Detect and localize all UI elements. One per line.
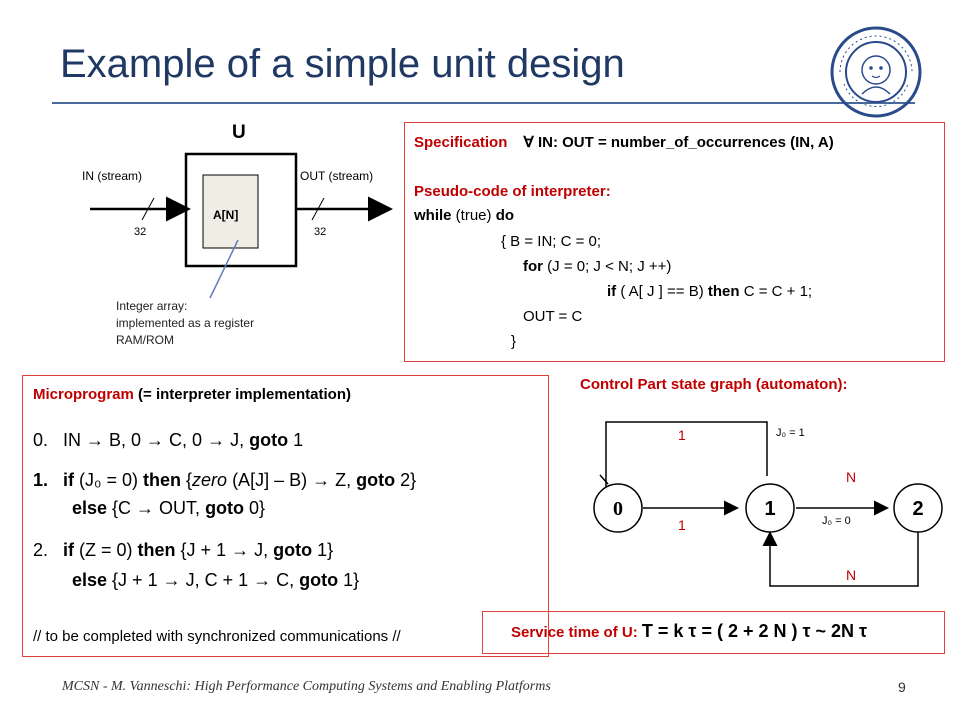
- specification-box: Specification ∀ IN: OUT = number_of_occu…: [404, 122, 945, 362]
- microprogram-title: Microprogram (= interpreter implementati…: [33, 386, 351, 403]
- output-width-tick: [311, 197, 325, 221]
- step-text: IN → B, 0 → C, 0 → J,: [63, 430, 250, 450]
- array-box: [202, 174, 259, 249]
- code-keyword: if: [607, 283, 617, 300]
- step-text: {: [181, 470, 193, 490]
- state-node-2: [893, 483, 943, 533]
- page-number: 9: [898, 679, 906, 695]
- state-label-1: 1: [764, 498, 775, 520]
- pseudo-code-title: Pseudo-code of interpreter:: [414, 183, 611, 200]
- edge-condition-j0-0: J₀ = 0: [822, 515, 851, 527]
- code-if-line: if ( A[ J ] == B) then C = C + 1;: [607, 283, 812, 300]
- input-width-label: 32: [134, 226, 146, 238]
- state-node-0: [593, 483, 643, 533]
- footer-text: MCSN - M. Vanneschi: High Performance Co…: [62, 679, 551, 694]
- service-time-line: Service time of U: T = k τ = ( 2 + 2 N )…: [511, 621, 867, 642]
- else-keyword: else: [72, 570, 108, 590]
- microprogram-comment: // to be completed with synchronized com…: [33, 628, 401, 645]
- code-while-line: while (true) do: [414, 207, 514, 224]
- state-graph-title: Control Part state graph (automaton):: [580, 376, 848, 393]
- micro-step-1: 1. if (J₀ = 0) then {zero (A[J] – B) → Z…: [33, 470, 416, 491]
- code-out-line: OUT = C: [523, 308, 583, 325]
- array-note: Integer array: implemented as a register…: [116, 298, 254, 349]
- goto-keyword: goto: [249, 430, 289, 450]
- array-label: A[N]: [213, 208, 238, 222]
- code-keyword: do: [495, 207, 515, 224]
- state-label-2: 2: [912, 498, 923, 520]
- output-label: OUT (stream): [300, 169, 373, 183]
- title-divider: [52, 102, 915, 104]
- code-text: (J = 0; J < N; J ++): [543, 258, 672, 275]
- service-time-label: Service time of U:: [511, 624, 642, 641]
- micro-step-1-else: else {C → OUT, goto 0}: [72, 498, 265, 519]
- code-close-line: }: [511, 333, 517, 350]
- step-text: 1}: [312, 540, 334, 560]
- code-for-line: for (J = 0; J < N; J ++): [523, 258, 671, 275]
- else-keyword: else: [72, 498, 108, 518]
- specification-keyword: Specification: [414, 134, 508, 151]
- array-note-line: Integer array:: [116, 299, 188, 313]
- page-title: Example of a simple unit design: [60, 42, 625, 86]
- step-text: (J₀ = 0): [74, 470, 144, 490]
- micro-step-2: 2. if (Z = 0) then {J + 1 → J, goto 1}: [33, 540, 333, 561]
- step-text: {J + 1 → J, C + 1 → C,: [107, 570, 300, 590]
- state-graph: 0 1 2 1 1 J₀ = 1 N J₀ = 0 N: [593, 421, 943, 587]
- edge-2-to-1: [762, 508, 919, 587]
- step-text: {C → OUT,: [107, 498, 206, 518]
- specification-line: Specification ∀ IN: OUT = number_of_occu…: [414, 133, 834, 151]
- input-width-tick: [141, 197, 155, 221]
- array-note-line: RAM/ROM: [116, 333, 174, 347]
- state-label-0: 0: [613, 498, 623, 520]
- microprogram-subtitle: (= interpreter implementation): [133, 386, 351, 403]
- step-text: 2}: [395, 470, 417, 490]
- if-keyword: if: [63, 540, 75, 560]
- zero-function: zero: [192, 470, 228, 490]
- array-callout-line: [209, 239, 239, 299]
- goto-keyword: goto: [356, 470, 396, 490]
- edge-label-loop-top: 1: [678, 427, 686, 443]
- goto-keyword: goto: [299, 570, 339, 590]
- code-keyword: then: [707, 283, 740, 300]
- goto-keyword: goto: [205, 498, 245, 518]
- service-time-formula: T = k τ = ( 2 + 2 N ) τ ~ 2N τ: [641, 621, 868, 641]
- edge-label-2-to-1: N: [846, 567, 856, 583]
- step-text: 1: [288, 430, 304, 450]
- edge-loop-top: [605, 421, 768, 508]
- if-keyword: if: [63, 470, 75, 490]
- edge-label-0-to-1: 1: [678, 517, 686, 533]
- code-text: C = C + 1;: [739, 283, 813, 300]
- step-text: (Z = 0): [74, 540, 138, 560]
- step-text: 1}: [338, 570, 360, 590]
- service-time-box: Service time of U: T = k τ = ( 2 + 2 N )…: [482, 611, 945, 654]
- microprogram-keyword: Microprogram: [33, 386, 134, 403]
- edge-loop-top-arrowhead: [599, 474, 609, 485]
- step-text: {J + 1 → J,: [175, 540, 274, 560]
- step-text: 0}: [244, 498, 266, 518]
- step-text: (A[J] – B) → Z,: [227, 470, 357, 490]
- then-keyword: then: [143, 470, 182, 490]
- output-width-label: 32: [314, 226, 326, 238]
- code-init-line: { B = IN; C = 0;: [501, 233, 602, 250]
- step-number: 1.: [33, 470, 49, 490]
- microprogram-box: Microprogram (= interpreter implementati…: [22, 375, 549, 657]
- code-keyword: for: [523, 258, 543, 275]
- code-text: (true): [451, 207, 496, 224]
- then-keyword: then: [137, 540, 176, 560]
- goto-keyword: goto: [273, 540, 313, 560]
- input-label: IN (stream): [82, 169, 142, 183]
- edge-condition-j0-1: J₀ = 1: [776, 427, 805, 439]
- unit-label: U: [232, 122, 246, 143]
- micro-step-0: 0. IN → B, 0 → C, 0 → J, goto 1: [33, 430, 303, 451]
- edge-label-1-to-2: N: [846, 469, 856, 485]
- unit-diagram: U A[N] IN (stream) OUT (stream) 32 32: [82, 122, 393, 299]
- step-number: 0.: [33, 430, 49, 450]
- state-node-1: [745, 483, 795, 533]
- micro-step-2-else: else {J + 1 → J, C + 1 → C, goto 1}: [72, 570, 359, 591]
- code-text: ( A[ J ] == B): [616, 283, 708, 300]
- code-keyword: while: [414, 207, 452, 224]
- specification-formula: ∀ IN: OUT = number_of_occurrences (IN, A…: [523, 134, 834, 151]
- step-number: 2.: [33, 540, 49, 560]
- university-seal-icon: [830, 26, 922, 118]
- array-note-line: implemented as a register: [116, 316, 255, 330]
